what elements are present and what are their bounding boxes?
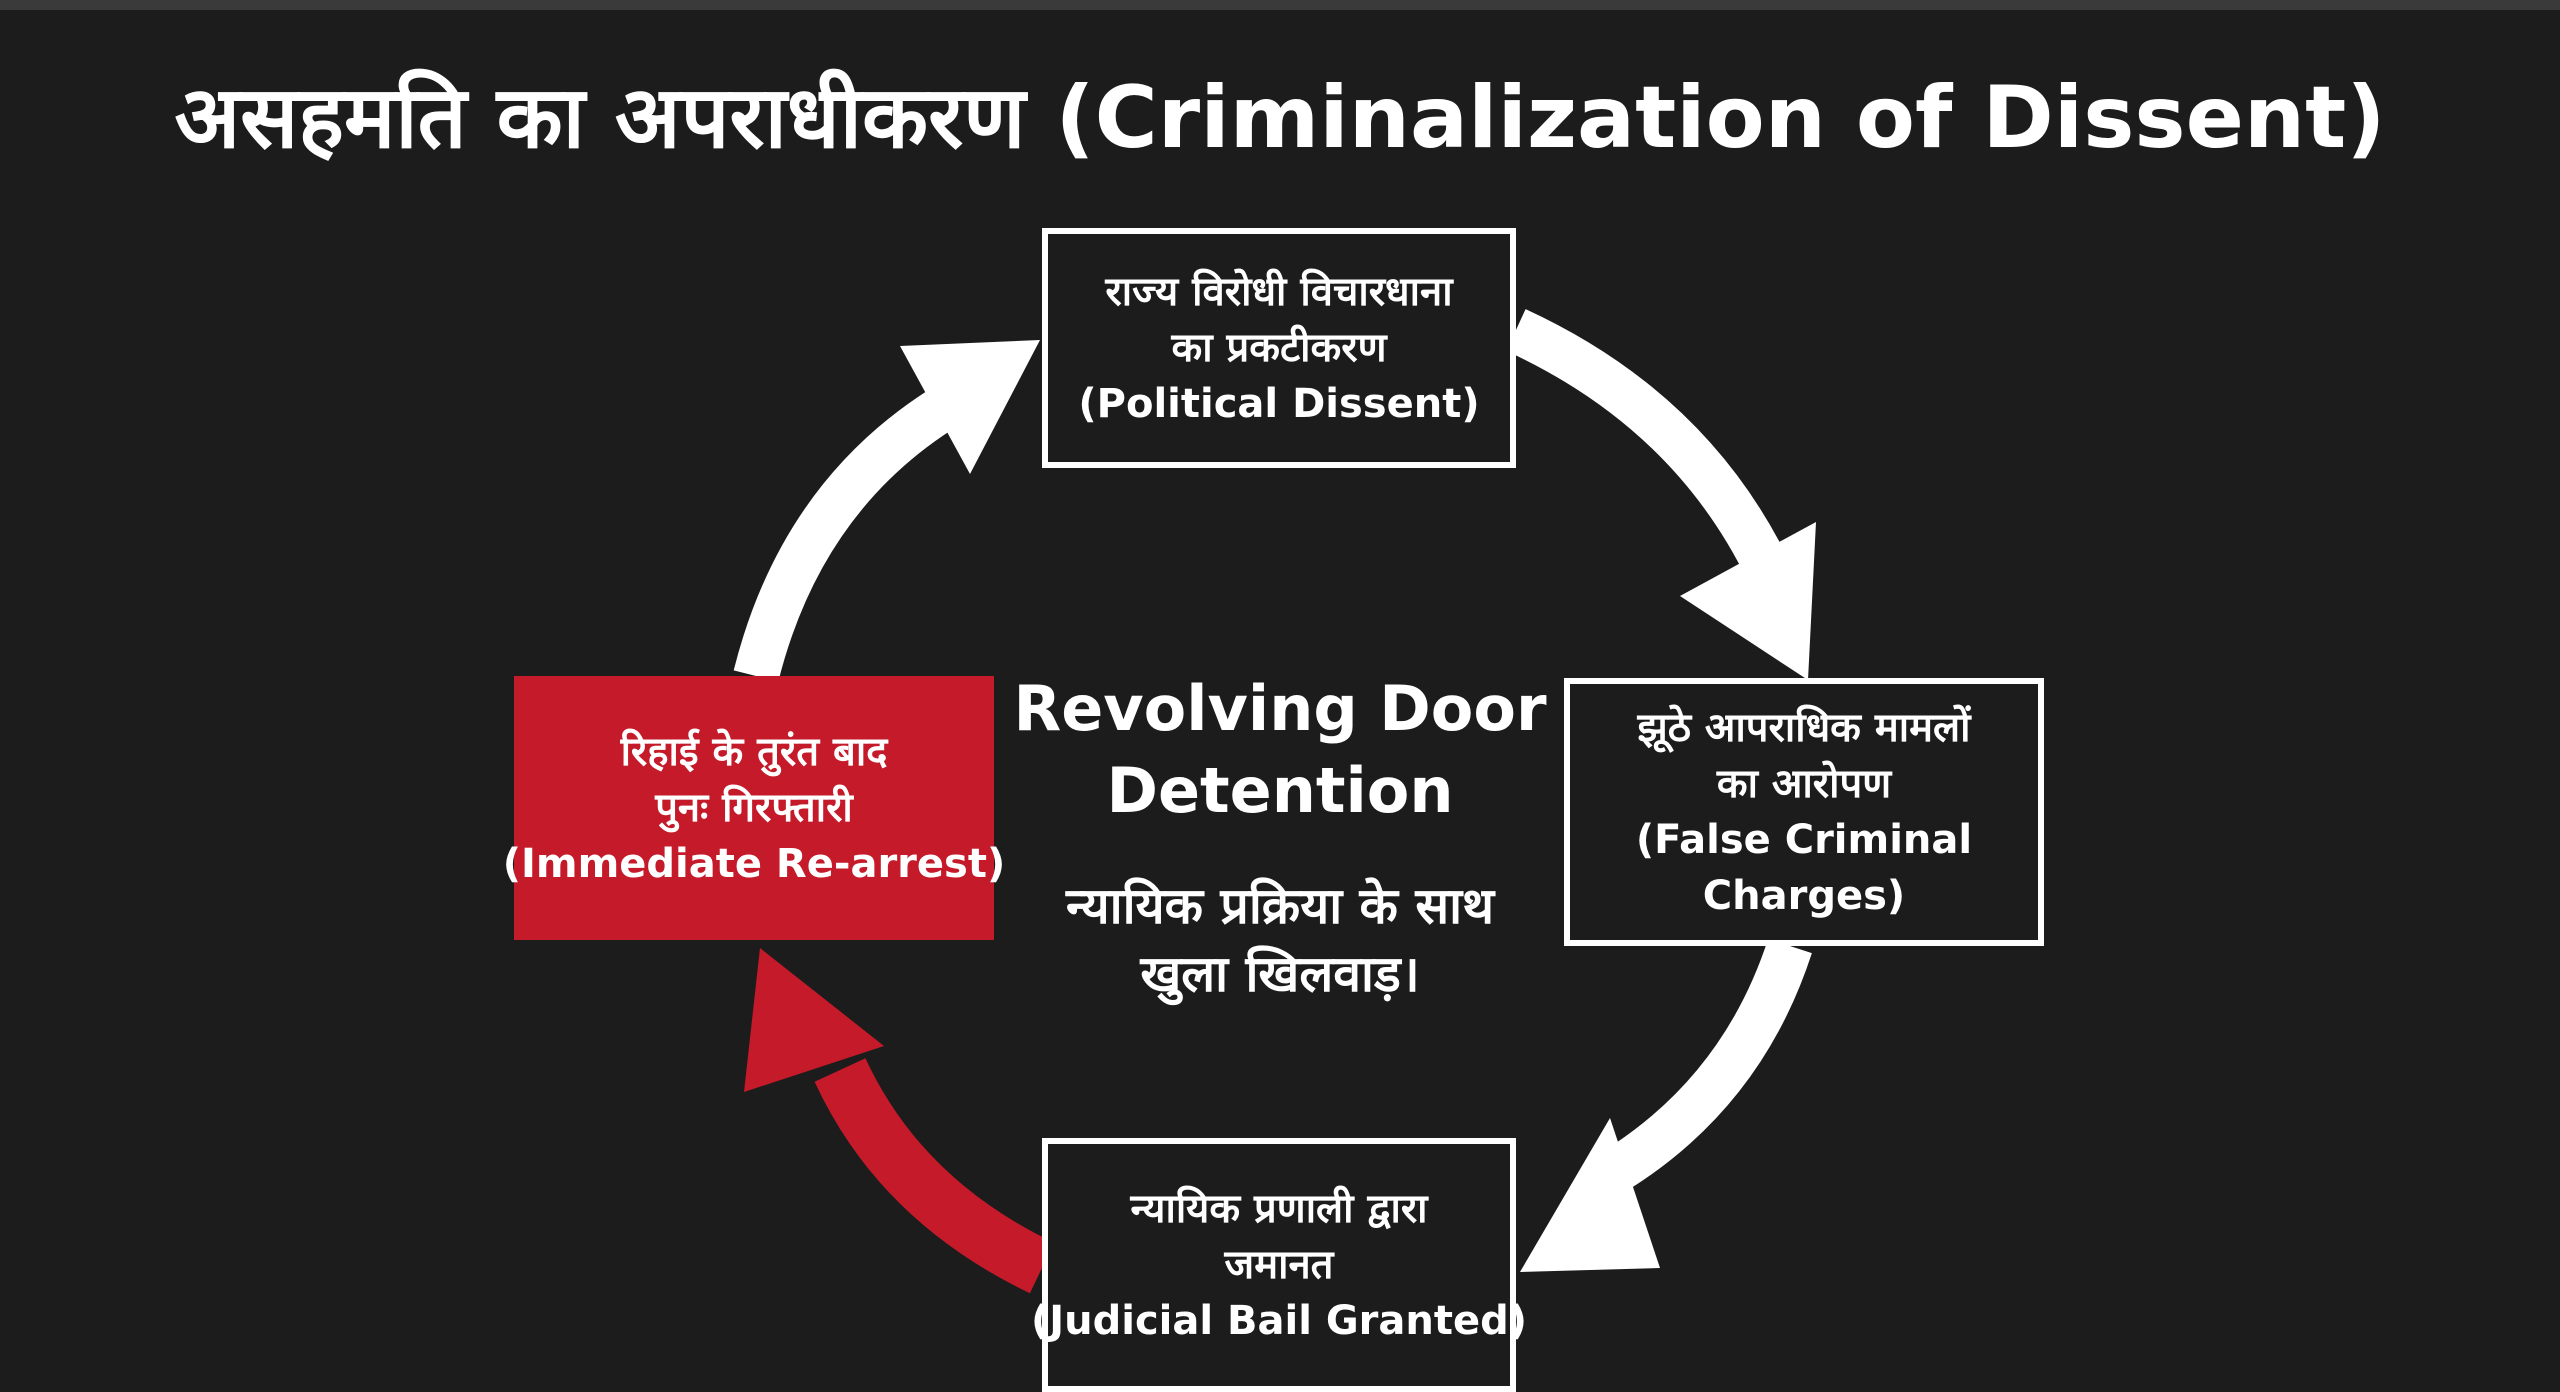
node-judicial-bail: न्यायिक प्रणाली द्वारा जमानत (Judicial B… — [1031, 1138, 1527, 1392]
center-title: Revolving Door Detention — [1010, 668, 1550, 832]
node-political-dissent-line2: का प्रकटीकरण — [1171, 325, 1387, 371]
node-judicial-bail-line2: जमानत — [1224, 1242, 1334, 1288]
node-immediate-rearrest-line3: (Immediate Re-arrest) — [502, 841, 1006, 887]
center-title-line1: Revolving Door — [1013, 672, 1547, 745]
diagram-title: असहमति का अपराधीकरण (Criminalization of … — [174, 68, 2386, 168]
node-political-dissent-line3: (Political Dissent) — [1078, 381, 1480, 427]
node-political-dissent: राज्य विरोधी विचारधाना का प्रकटीकरण (Pol… — [1042, 228, 1516, 468]
arrowhead-dissent — [900, 340, 1040, 474]
node-immediate-rearrest-line2: पुनः गिरफ्तारी — [655, 785, 853, 831]
arrowhead-charges — [1680, 522, 1816, 680]
arrowhead-rearrest — [744, 948, 884, 1092]
node-false-charges-line3: (False Criminal — [1635, 817, 1973, 863]
arrow-dissent-to-charges — [1506, 309, 1789, 581]
node-judicial-bail-line1: न्यायिक प्रणाली द्वारा — [1130, 1186, 1428, 1232]
window-top-bar — [0, 0, 2560, 10]
node-immediate-rearrest: रिहाई के तुरंत बाद पुनः गिरफ्तारी (Immed… — [503, 676, 1005, 940]
center-subtitle-line1: न्यायिक प्रक्रिया के साथ — [1065, 877, 1495, 935]
center-subtitle: न्यायिक प्रक्रिया के साथ खुला खिलवाड़। — [1010, 872, 1550, 1008]
node-false-charges-line4: Charges) — [1702, 873, 1906, 919]
center-subtitle-line2: खुला खिलवाड़। — [1140, 945, 1420, 1003]
arrow-bail-to-rearrest — [814, 1058, 1055, 1294]
node-political-dissent-line1: राज्य विरोधी विचारधाना — [1105, 269, 1453, 315]
node-judicial-bail-line3: (Judicial Bail Granted) — [1030, 1298, 1528, 1344]
center-title-line2: Detention — [1106, 754, 1454, 827]
arrow-rearrest-to-dissent — [733, 390, 953, 682]
node-false-charges-line1: झूठे आपराधिक मामलों — [1637, 705, 1971, 751]
node-immediate-rearrest-line1: रिहाई के तुरंत बाद — [620, 729, 888, 775]
arrow-charges-to-bail — [1588, 938, 1812, 1200]
node-false-charges: झूठे आपराधिक मामलों का आरोपण (False Crim… — [1564, 678, 2044, 946]
arrowhead-bail — [1520, 1118, 1660, 1272]
center-label: Revolving Door Detention न्यायिक प्रक्रि… — [1010, 668, 1550, 1008]
node-false-charges-line2: का आरोपण — [1716, 761, 1892, 807]
